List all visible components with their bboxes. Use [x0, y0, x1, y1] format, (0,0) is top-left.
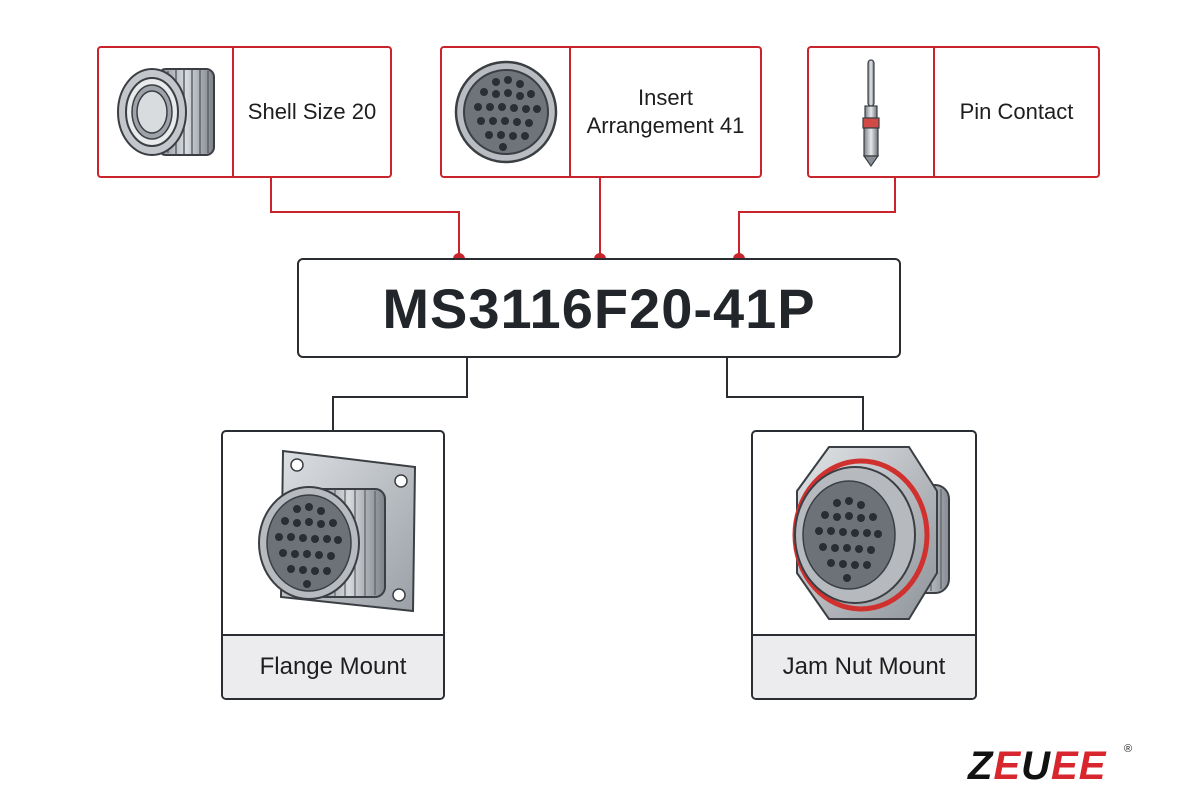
- insert-label-line1: Insert: [637, 85, 693, 110]
- jam-nut-mount-card: Jam Nut Mount: [751, 430, 977, 700]
- shell-thumb: [99, 48, 234, 176]
- insert-arrangement-card: Insert Arrangement 41: [440, 46, 762, 178]
- pin-contact-label: Pin Contact: [959, 99, 1074, 124]
- shell-link-line: [270, 178, 460, 259]
- jam-nut-connector-icon: [792, 445, 950, 620]
- brand-logo-text: ZEUEE: [968, 744, 1107, 788]
- flange-mount-label: Flange Mount: [223, 636, 443, 698]
- jam-link-line: [726, 358, 864, 430]
- flange-mount-card: Flange Mount: [221, 430, 445, 700]
- part-number-text: MS3116F20-41P: [382, 276, 816, 340]
- shell-size-card: Shell Size 20: [97, 46, 392, 178]
- pin-link-line: [738, 178, 896, 259]
- flange-link-line: [332, 358, 468, 430]
- flange-mount-connector-icon: [258, 449, 417, 613]
- brand-logo-word: ZEUEE: [968, 745, 1106, 787]
- shell-size-label: Shell Size 20: [247, 99, 377, 124]
- insert-arrangement-label: Insert Arrangement 41: [571, 48, 760, 176]
- brand-logo: ZEUEE ®: [968, 743, 1138, 787]
- registered-mark: ®: [1124, 743, 1133, 755]
- pin-contact-card: Pin Contact: [807, 46, 1100, 178]
- insert-thumb: [442, 48, 571, 176]
- pin-thumb: [809, 48, 935, 176]
- jam-nut-mount-label: Jam Nut Mount: [753, 636, 975, 698]
- pin-contact-icon: [862, 59, 880, 168]
- shell-ring-icon: [116, 68, 215, 156]
- insert-face-icon: [454, 60, 557, 164]
- flange-mount-image: [223, 432, 443, 636]
- jam-nut-mount-image: [753, 432, 975, 636]
- part-number-box: MS3116F20-41P: [297, 258, 901, 358]
- insert-label-line2: Arrangement 41: [586, 113, 745, 138]
